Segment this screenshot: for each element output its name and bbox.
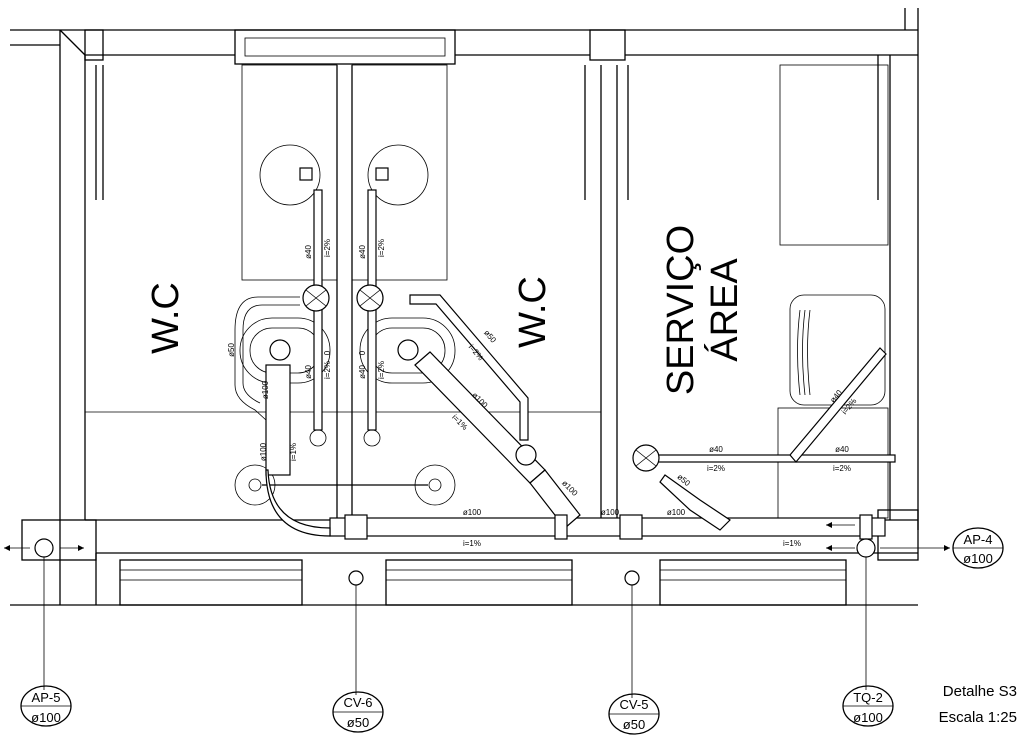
- pipe-label: i=2%: [833, 464, 851, 473]
- pipe-label: i=2%: [707, 464, 725, 473]
- pipe-label: ø40: [709, 445, 723, 454]
- detail-title: Detalhe S3: [943, 683, 1017, 700]
- fixtures: [234, 64, 889, 519]
- pipe-label: i=2%: [377, 239, 386, 257]
- pipe-label: ø100: [261, 380, 270, 399]
- pipe-label: ø100: [463, 508, 482, 517]
- building-walls: [10, 8, 919, 606]
- pipe-label: i=2%: [323, 361, 332, 379]
- pipe-label: i=1%: [463, 539, 481, 548]
- riser-id: CV-6: [344, 695, 373, 710]
- riser-id: AP-5: [32, 690, 61, 705]
- pipe-label: ø40: [304, 245, 313, 259]
- pipe-label: ø50: [482, 328, 498, 345]
- pipe-label: ø40: [304, 365, 313, 379]
- riser-tag-cv5: CV-5 ø50: [608, 693, 660, 735]
- toilet-right: [359, 317, 456, 384]
- pipe-label: 0: [323, 350, 332, 355]
- flow-arrows: [4, 522, 950, 551]
- pipe-label: ø100: [259, 442, 268, 461]
- riser-id: CV-5: [620, 697, 649, 712]
- riser-diameter: ø100: [963, 551, 993, 566]
- pipe-fittings: [34, 167, 876, 586]
- riser-diameter: ø50: [347, 715, 369, 730]
- pipe-label: ø100: [601, 508, 620, 517]
- washbasin-left: [259, 144, 321, 206]
- pipe-label: i=2%: [323, 239, 332, 257]
- pipe-label: ø100: [667, 508, 686, 517]
- detail-scale: Escala 1:25: [939, 709, 1017, 726]
- riser-id: TQ-2: [853, 690, 883, 705]
- pipe-label: i=1%: [783, 539, 801, 548]
- riser-leaders: [43, 557, 867, 698]
- pipe-label: ø40: [358, 245, 367, 259]
- washbasin-right: [367, 144, 429, 206]
- riser-tag-cv6: CV-6 ø50: [332, 691, 384, 733]
- riser-diameter: ø100: [31, 710, 61, 725]
- room-label-area: ÁREA: [703, 258, 746, 362]
- riser-id: AP-4: [964, 532, 993, 547]
- room-label-wc-right: W.C: [512, 276, 554, 348]
- pipe-label: i=1%: [289, 443, 298, 461]
- pipe-annotations: ø40 i=2% ø40 i=2% ø50 ø40 i=2% 0 ø40 i=2…: [227, 239, 858, 548]
- pipe-label: i=2%: [377, 361, 386, 379]
- pipe-label: ø40: [835, 445, 849, 454]
- room-label-servico: SERVIÇO: [660, 225, 702, 395]
- riser-tag-ap4: AP-4 ø100: [952, 527, 1004, 569]
- riser-tag-tq2: TQ-2 ø100: [842, 685, 894, 727]
- riser-diameter: ø100: [853, 710, 883, 725]
- pipe-label: ø40: [358, 365, 367, 379]
- riser-diameter: ø50: [623, 717, 645, 732]
- pipe-label: 0: [358, 350, 367, 355]
- pipe-label: ø50: [227, 343, 236, 357]
- room-label-wc-left: W.C: [145, 282, 187, 354]
- riser-tag-ap5: AP-5 ø100: [20, 685, 72, 727]
